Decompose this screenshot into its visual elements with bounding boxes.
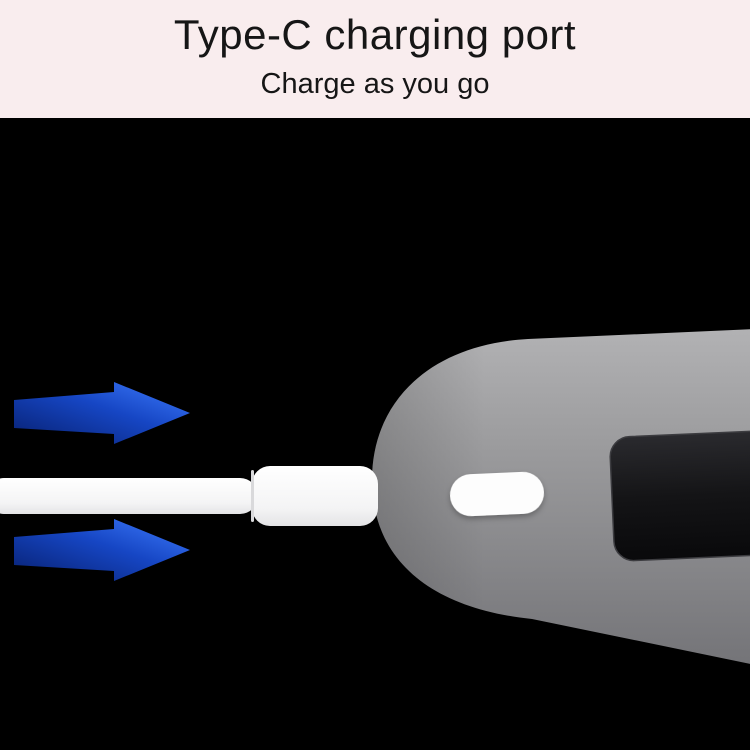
connector-seam <box>251 470 254 522</box>
cable-cord <box>0 478 258 514</box>
device-window <box>609 430 750 562</box>
type-c-connector <box>252 466 378 526</box>
product-illustration <box>0 329 750 664</box>
arrow-right-icon <box>14 382 190 444</box>
usb-cable <box>0 466 378 526</box>
power-button <box>450 471 544 517</box>
product-scene <box>0 118 750 750</box>
arrow-right-icon <box>14 519 190 581</box>
device-body <box>372 329 750 664</box>
page-subtitle: Charge as you go <box>260 68 490 100</box>
header-banner: Type-C charging port Charge as you go <box>0 0 750 118</box>
page-title: Type-C charging port <box>173 11 577 58</box>
